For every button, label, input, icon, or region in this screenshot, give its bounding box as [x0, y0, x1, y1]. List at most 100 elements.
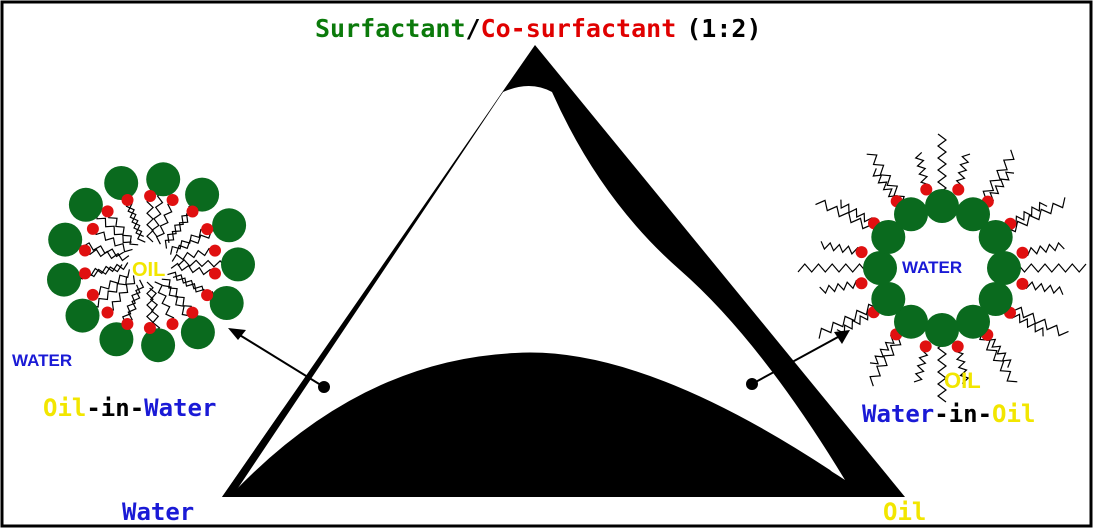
cosurfactant-tail	[146, 281, 154, 329]
surfactant-head	[65, 298, 100, 333]
cosurfactant-tail	[146, 195, 154, 243]
cosurfactant-head	[144, 190, 157, 202]
cosurfactant-tail	[819, 279, 862, 295]
cosurfactant-head	[209, 267, 221, 280]
cosurfactant-tail	[155, 199, 174, 245]
surfactant-head	[956, 304, 990, 339]
cosurfactant-tail	[167, 271, 208, 296]
cosurfactant-tail	[954, 346, 970, 385]
title-surfactant: Surfactant	[315, 14, 466, 43]
right-medium-label: OIL	[944, 368, 981, 393]
cosurfactant-tail	[840, 199, 875, 224]
cosurfactant-head	[101, 306, 114, 319]
cosurfactant-tail	[872, 168, 898, 202]
cosurfactant-head	[186, 306, 199, 319]
cosurfactant-tail	[107, 211, 139, 246]
cosurfactant-tail	[164, 210, 193, 249]
cosurfactant-head	[1016, 277, 1029, 290]
surfactant-head	[871, 220, 906, 254]
title-text: Surfactant/Co-surfactant(1:2)	[315, 14, 762, 43]
cosurfactant-tail	[836, 310, 874, 335]
cosurfactant-tail	[986, 334, 1012, 368]
cosurfactant-tail	[125, 199, 146, 243]
cosurfactant-head	[121, 194, 134, 206]
left-edge-band	[222, 45, 535, 497]
cosurfactant-tail	[1021, 281, 1064, 295]
surfactant-head	[894, 304, 928, 339]
ternary-triangle	[222, 45, 905, 497]
cosurfactant-tail	[1009, 312, 1044, 337]
right-caption: Water-in-Oil	[862, 400, 1035, 428]
surfactant-head	[212, 208, 247, 243]
surfactant-head	[978, 282, 1013, 316]
left-core-label: OIL	[132, 259, 165, 281]
cosurfactant-head	[855, 246, 868, 259]
cosurfactant-tail	[955, 153, 971, 191]
cosurfactant-tail	[92, 228, 133, 253]
cosurfactant-head	[920, 183, 933, 196]
vertex-oil-label: Oil	[883, 498, 926, 526]
surfactant-head	[925, 313, 959, 347]
cosurfactant-tail	[170, 228, 208, 255]
title-cosurfactant: Co-surfactant	[481, 14, 677, 43]
cosurfactant-tail	[914, 151, 930, 190]
right-core-label: WATER	[902, 258, 962, 277]
vertex-water-label: Water	[122, 498, 194, 526]
cosurfactant-tail	[913, 345, 929, 383]
cosurfactant-tail	[820, 241, 863, 255]
surfactant-head	[863, 251, 897, 285]
cosurfactant-tail	[171, 247, 216, 262]
surfactant-head	[894, 197, 928, 232]
cosurfactant-head	[919, 340, 932, 353]
cosurfactant-tail	[161, 278, 193, 313]
surfactant-head	[209, 286, 244, 320]
cosurfactant-tail	[84, 262, 129, 277]
cosurfactant-head	[186, 205, 199, 218]
cosurfactant-head	[86, 288, 99, 301]
cosurfactant-head	[166, 318, 179, 330]
cosurfactant-tail	[1022, 241, 1065, 257]
cosurfactant-tail	[84, 248, 130, 262]
surfactant-head	[104, 166, 139, 200]
arrow-left-head	[228, 328, 246, 340]
cosurfactant-head	[86, 222, 99, 235]
cosurfactant-head	[79, 244, 91, 257]
surfactant-head	[185, 177, 220, 212]
arrow-right-head	[834, 330, 850, 344]
cosurfactant-head	[855, 277, 868, 290]
right-heads	[855, 183, 1029, 353]
cosurfactant-tail	[92, 269, 130, 296]
surfactant-head	[99, 322, 134, 357]
left-caption-water: Water	[144, 394, 216, 422]
cosurfactant-tail	[107, 275, 136, 314]
surfactant-head	[146, 162, 181, 197]
cosurfactant-tail	[869, 333, 897, 365]
surfactant-head	[987, 251, 1021, 285]
cosurfactant-head	[121, 318, 134, 330]
surfactant-head	[978, 220, 1013, 254]
surfactant-head	[68, 187, 103, 222]
left-tails	[63, 178, 239, 346]
cosurfactant-head	[143, 322, 156, 334]
cosurfactant-head	[951, 340, 964, 353]
surfactant-head	[871, 282, 906, 316]
cosurfactant-head	[1016, 246, 1029, 259]
cosurfactant-tail	[987, 171, 1015, 203]
black-dome-region	[232, 352, 870, 494]
cosurfactant-tail	[1010, 201, 1048, 226]
cosurfactant-head	[952, 183, 965, 196]
right-caption-water: Water	[862, 400, 934, 428]
surfactant-head	[221, 247, 255, 282]
right-caption-in: -in-	[934, 400, 992, 428]
cosurfactant-head	[166, 194, 179, 206]
surfactant-head	[956, 197, 990, 232]
left-caption-in: -in-	[86, 394, 144, 422]
arrow-right-line	[751, 336, 839, 385]
surfactant-head	[141, 328, 176, 363]
surfactant-head	[180, 315, 215, 350]
cosurfactant-head	[201, 223, 214, 236]
left-micelle: OIL WATER	[12, 162, 255, 370]
right-caption-oil: Oil	[992, 400, 1035, 428]
